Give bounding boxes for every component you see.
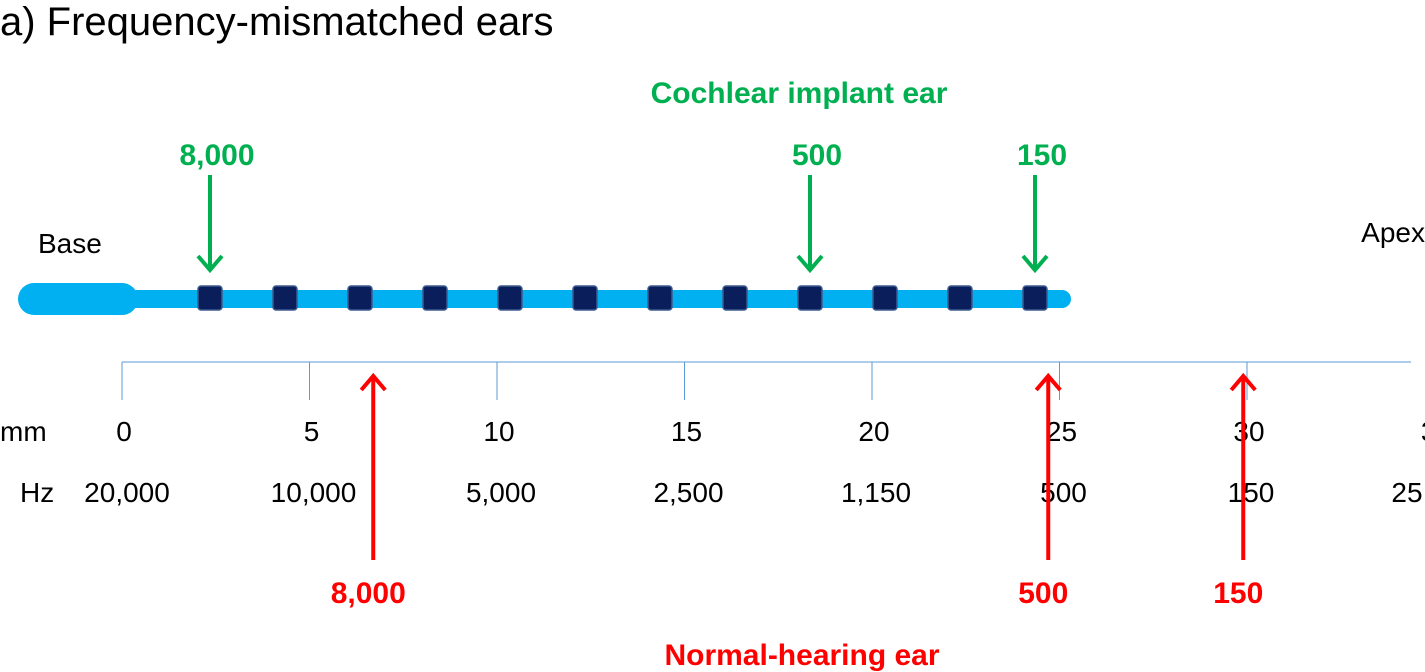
electrode-contact: [647, 285, 673, 311]
nh-arrow-head: [1229, 372, 1257, 392]
scale-tick-hz-label: 2,500: [653, 477, 723, 508]
electrode-contact: [947, 285, 973, 311]
electrode-contact: [1022, 285, 1048, 311]
electrode-contact: [197, 285, 223, 311]
scale-tick-mm-label: 15: [671, 416, 702, 447]
ci-arrow-head: [796, 254, 824, 274]
scale-tick-hz-label: 150: [1228, 477, 1275, 508]
ci-arrow-freq-label: 8,000: [179, 139, 254, 172]
electrode-contact: [422, 285, 448, 311]
scale-tick-hz-label: 20,000: [84, 477, 170, 508]
nh-arrow-freq-label: 150: [1213, 577, 1263, 610]
diagram-title: a) Frequency-mismatched ears: [0, 0, 554, 44]
electrode-contact: [272, 285, 298, 311]
nh-ear-label: Normal-hearing ear: [664, 639, 939, 672]
ci-arrow-head: [196, 254, 224, 274]
apex-label: Apex: [1361, 217, 1425, 248]
scale-tick-hz-label: 1,150: [841, 477, 911, 508]
nh-arrows: 8,000 500 150: [331, 372, 1263, 610]
scale-tick-hz-label: 5,000: [466, 477, 536, 508]
scale-tick-mm-label: 5: [304, 416, 320, 447]
scale-tick-mm-label: 35: [1421, 416, 1425, 447]
ci-arrow-freq-label: 500: [792, 139, 842, 172]
ci-arrow: [796, 175, 824, 274]
scale-tick-mm-label: 25: [1046, 416, 1077, 447]
nh-arrow-freq-label: 500: [1018, 577, 1068, 610]
mm-unit-label: mm: [0, 416, 47, 447]
hz-unit-label: Hz: [20, 477, 54, 508]
scale-tick-hz-label: 25: [1391, 477, 1422, 508]
electrode-contact: [797, 285, 823, 311]
scale-tick-mm-label: 20: [858, 416, 889, 447]
electrode-contact: [872, 285, 898, 311]
nh-arrow-freq-label: 8,000: [331, 577, 406, 610]
nh-arrow: [1229, 372, 1257, 560]
nh-arrow-head: [359, 372, 387, 392]
base-label: Base: [38, 228, 102, 259]
electrode-contacts: [197, 285, 1048, 311]
scale-tick-mm-label: 30: [1233, 416, 1264, 447]
electrode-contact: [347, 285, 373, 311]
ci-arrow-freq-label: 150: [1017, 139, 1067, 172]
ci-arrow: [196, 175, 224, 274]
place-frequency-scale: 020,000510,000105,000152,500201,15025500…: [84, 361, 1425, 508]
scale-tick-hz-label: 10,000: [271, 477, 357, 508]
scale-tick-mm-label: 10: [483, 416, 514, 447]
ci-arrow-head: [1021, 254, 1049, 274]
electrode-contact: [722, 285, 748, 311]
electrode-contact: [572, 285, 598, 311]
electrode-contact: [497, 285, 523, 311]
nh-arrow: [359, 372, 387, 560]
ci-ear-label: Cochlear implant ear: [651, 77, 948, 110]
nh-arrow-head: [1034, 372, 1062, 392]
ci-arrow: [1021, 175, 1049, 274]
nh-arrow: [1034, 372, 1062, 560]
scale-tick-mm-label: 0: [116, 416, 132, 447]
ci-arrows: 8,000 500 150: [179, 139, 1067, 274]
electrode-array: [18, 283, 1071, 315]
electrode-array-base-bulb: [18, 283, 138, 315]
